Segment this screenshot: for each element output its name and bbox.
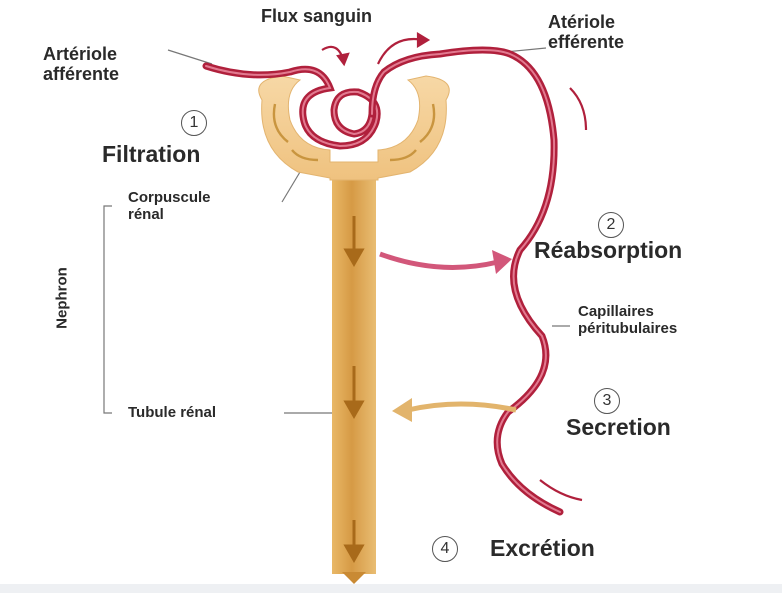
afferent-arteriole-label: Artériole afférente: [43, 44, 119, 84]
step-1-label: Filtration: [102, 142, 200, 168]
renal-tubule-label: Tubule rénal: [128, 405, 216, 422]
step-2-number: 2: [598, 212, 624, 238]
step-1-number: 1: [181, 110, 207, 136]
flow-arrow-capillary-top: [570, 88, 586, 130]
flow-arrow-right-head: [418, 34, 428, 46]
step-3-number: 3: [594, 388, 620, 414]
blood-vessels: [206, 50, 560, 512]
afferent-leader-line: [168, 50, 212, 64]
nephron-bracket: [104, 206, 112, 413]
reabsorption-arrow: [380, 250, 512, 274]
blood-flow-label: Flux sanguin: [261, 6, 372, 26]
flow-arrow-capillary-bottom: [540, 480, 582, 500]
secretion-arrow: [392, 398, 516, 422]
step-2-label: Réabsorption: [534, 238, 682, 264]
efferent-arteriole-label: Atériole efférente: [548, 12, 624, 52]
peritubular-capillaries-label: Capillaires péritubulaires: [578, 304, 677, 338]
efferent-arteriole-outer: [372, 50, 560, 512]
nephron-label: Nephron: [54, 267, 71, 329]
tubule-exit-arrow: [342, 572, 366, 584]
step-3-label: Secretion: [566, 415, 671, 441]
corpuscule-leader-line: [282, 172, 300, 202]
bottom-strip: [0, 584, 782, 593]
efferent-arteriole-inner: [372, 50, 560, 512]
renal-corpuscle-label: Corpuscule rénal: [128, 190, 211, 224]
step-4-label: Excrétion: [490, 536, 595, 562]
flow-arrow-left-head: [338, 54, 348, 64]
step-4-number: 4: [432, 536, 458, 562]
